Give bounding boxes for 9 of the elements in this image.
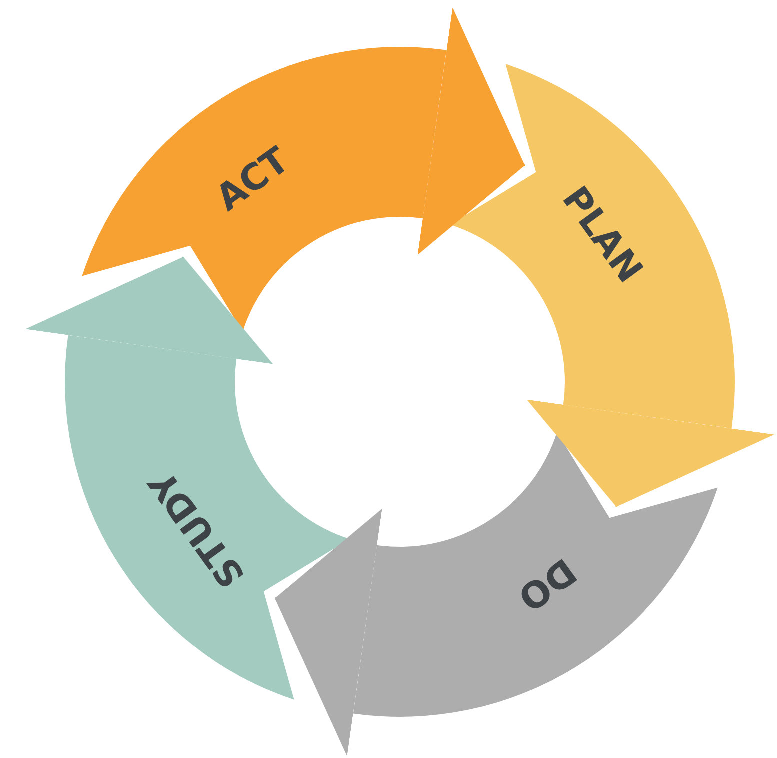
arrowhead xyxy=(26,256,274,364)
arrowhead xyxy=(418,8,526,256)
step-label: DO xyxy=(510,550,584,619)
arrowhead xyxy=(526,400,774,508)
cycle-segment xyxy=(353,432,718,717)
cycle-segment xyxy=(82,47,447,332)
cycle-segment xyxy=(65,335,350,700)
arrowhead xyxy=(274,508,382,756)
cycle-segment xyxy=(450,64,735,429)
